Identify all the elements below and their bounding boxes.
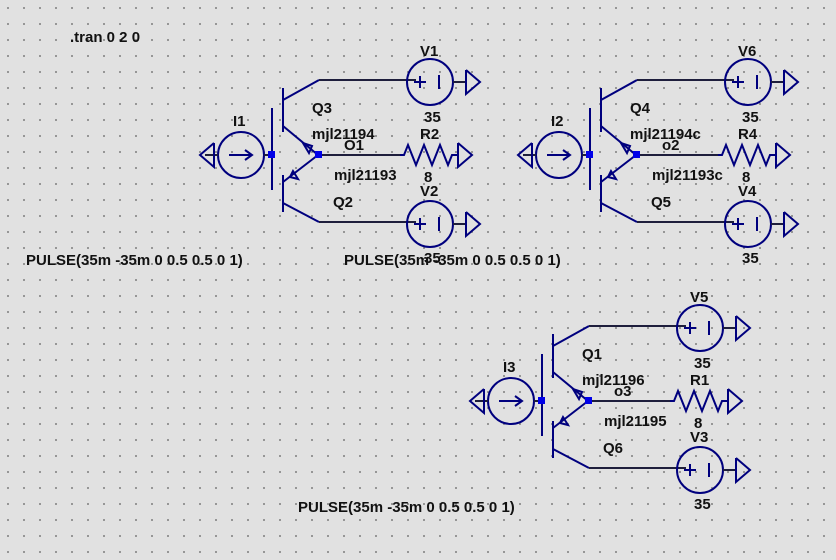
voltage-source-v6[interactable] bbox=[724, 58, 800, 106]
pnp-model[interactable]: mjl21193c bbox=[652, 167, 723, 184]
resistor-name[interactable]: R4 bbox=[738, 126, 758, 143]
current-source-i1[interactable] bbox=[198, 131, 265, 179]
npn-transistor[interactable] bbox=[600, 79, 734, 156]
pulse-directive[interactable]: PULSE(35m -35m 0 0.5 0.5 0 1) bbox=[298, 499, 515, 516]
bottom-source-value[interactable]: 35 bbox=[742, 250, 759, 267]
output-junction bbox=[633, 151, 640, 158]
top-source-name[interactable]: V6 bbox=[738, 43, 756, 60]
current-source-i2-ground-icon bbox=[516, 142, 533, 170]
npn-name[interactable]: Q3 bbox=[312, 100, 332, 117]
top-source-value[interactable]: 35 bbox=[742, 109, 759, 126]
resistor-ground-icon bbox=[775, 142, 792, 170]
voltage-source-v6-ground-icon bbox=[783, 69, 800, 97]
voltage-source-v1[interactable] bbox=[406, 58, 482, 106]
resistor-ground-icon bbox=[457, 142, 474, 170]
bottom-source-name[interactable]: V3 bbox=[690, 429, 708, 446]
current-source-name[interactable]: I3 bbox=[503, 359, 516, 376]
voltage-source-v4-ground-icon bbox=[783, 211, 800, 239]
resistor-ground-icon bbox=[727, 388, 744, 416]
output-junction bbox=[585, 397, 592, 404]
bottom-source-name[interactable]: V2 bbox=[420, 183, 438, 200]
pnp-model[interactable]: mjl21195 bbox=[604, 413, 667, 430]
npn-transistor[interactable] bbox=[552, 325, 686, 402]
output-net-label[interactable]: O1 bbox=[344, 137, 364, 154]
pnp-name[interactable]: Q2 bbox=[333, 194, 353, 211]
npn-model[interactable]: mjl21196 bbox=[582, 372, 645, 389]
npn-model[interactable]: mjl21194c bbox=[630, 126, 701, 143]
resistor-value[interactable]: 8 bbox=[742, 169, 750, 186]
pnp-transistor[interactable] bbox=[552, 400, 686, 469]
npn-model[interactable]: mjl21194 bbox=[312, 126, 375, 143]
bottom-source-value[interactable]: 35 bbox=[694, 496, 711, 513]
output-net-label[interactable]: o2 bbox=[662, 137, 680, 154]
voltage-source-v2-ground-icon bbox=[465, 211, 482, 239]
pulse-directive[interactable]: PULSE(35m -35m 0 0.5 0.5 0 1) bbox=[26, 252, 243, 269]
resistor-r1[interactable] bbox=[670, 388, 728, 414]
pnp-model[interactable]: mjl21193 bbox=[334, 167, 397, 184]
resistor-value[interactable]: 8 bbox=[424, 169, 432, 186]
base-junction bbox=[538, 397, 545, 404]
resistor-r4[interactable] bbox=[718, 142, 776, 168]
current-source-i1-ground-icon bbox=[198, 142, 215, 170]
bottom-source-name[interactable]: V4 bbox=[738, 183, 757, 200]
npn-name[interactable]: Q1 bbox=[582, 346, 602, 363]
current-source-i2[interactable] bbox=[516, 131, 583, 179]
current-source-name[interactable]: I2 bbox=[551, 113, 564, 130]
top-source-value[interactable]: 35 bbox=[424, 109, 441, 126]
pnp-transistor[interactable] bbox=[282, 154, 416, 223]
pulse-directive[interactable]: PULSE(35m -35m 0 0.5 0.5 0 1) bbox=[344, 252, 561, 269]
current-source-i3[interactable] bbox=[468, 377, 535, 425]
npn-transistor[interactable] bbox=[282, 79, 416, 156]
current-source-name[interactable]: I1 bbox=[233, 113, 246, 130]
top-source-value[interactable]: 35 bbox=[694, 355, 711, 372]
pnp-name[interactable]: Q6 bbox=[603, 440, 623, 457]
tran-directive[interactable]: .tran 0 2 0 bbox=[70, 29, 140, 46]
output-net-label[interactable]: o3 bbox=[614, 383, 632, 400]
pnp-name[interactable]: Q5 bbox=[651, 194, 671, 211]
voltage-source-v1-ground-icon bbox=[465, 69, 482, 97]
voltage-source-v3[interactable] bbox=[676, 446, 752, 494]
resistor-value[interactable]: 8 bbox=[694, 415, 702, 432]
voltage-source-v3-ground-icon bbox=[735, 457, 752, 485]
top-source-name[interactable]: V5 bbox=[690, 289, 708, 306]
resistor-name[interactable]: R2 bbox=[420, 126, 439, 143]
pnp-transistor[interactable] bbox=[600, 154, 734, 223]
base-junction bbox=[586, 151, 593, 158]
base-junction bbox=[268, 151, 275, 158]
resistor-name[interactable]: R1 bbox=[690, 372, 709, 389]
current-source-i3-ground-icon bbox=[468, 388, 485, 416]
voltage-source-v4[interactable] bbox=[724, 200, 800, 248]
output-junction bbox=[315, 151, 322, 158]
voltage-source-v5-ground-icon bbox=[735, 315, 752, 343]
bottom-source-value[interactable]: 35 bbox=[424, 250, 441, 267]
voltage-source-v5[interactable] bbox=[676, 304, 752, 352]
top-source-name[interactable]: V1 bbox=[420, 43, 438, 60]
resistor-r2[interactable] bbox=[400, 142, 458, 168]
npn-name[interactable]: Q4 bbox=[630, 100, 651, 117]
voltage-source-v2[interactable] bbox=[406, 200, 482, 248]
